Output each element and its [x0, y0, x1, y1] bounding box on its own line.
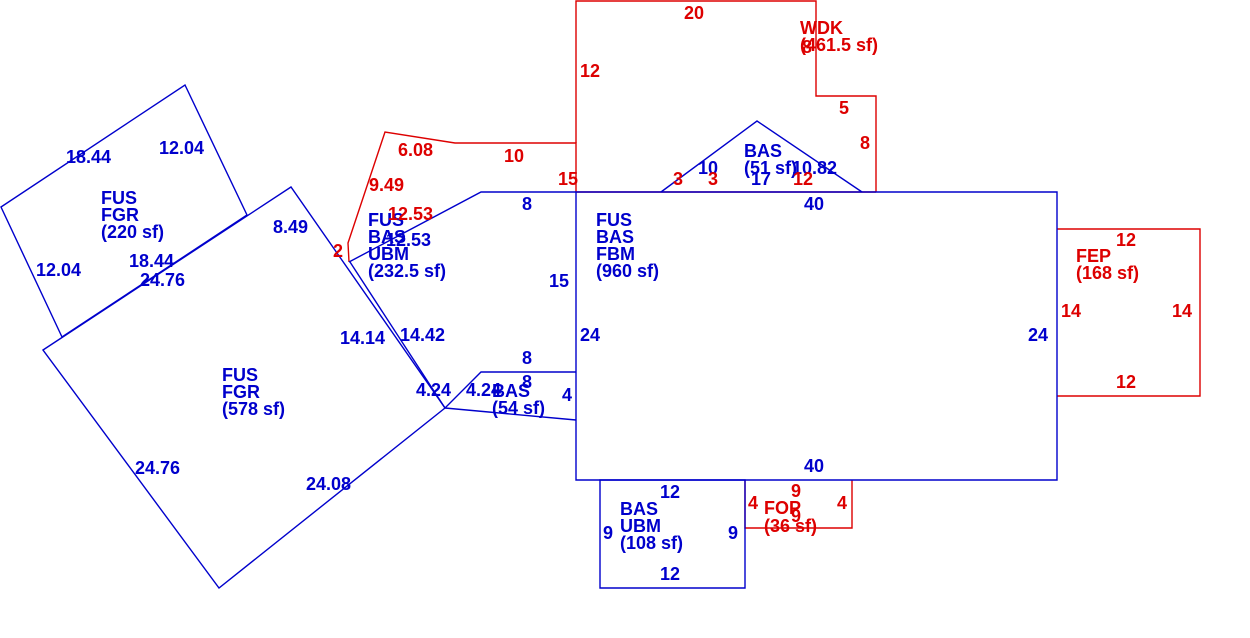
fop-label-l1: FOP: [764, 498, 801, 518]
dim-bas108-left: 9: [603, 523, 613, 543]
dim-main-top: 8: [522, 194, 532, 214]
dim-wdk-f: 9.49: [369, 175, 404, 195]
fus-fgr-578-label-l3: (578 sf): [222, 399, 285, 419]
fus-bas-ubm-label-l4: (232.5 sf): [368, 261, 446, 281]
dim-fgr578-e: 24.76: [135, 458, 180, 478]
dim-wdk-i: 15: [558, 169, 578, 189]
dim-bas54-top: 8: [522, 348, 532, 368]
wdk-overlap-digit: 8: [802, 37, 812, 57]
dim-fgr578-f: 24.08: [306, 474, 351, 494]
dim-fbm-left: 24: [580, 325, 600, 345]
wdk-outline: [347, 131, 577, 263]
bas-54-bottom-line: [444, 407, 577, 421]
dim-fgr220-right: 12.04: [159, 138, 204, 158]
fep-label-l1: FEP: [1076, 246, 1111, 266]
fus-fgr-578-label-l2: FGR: [222, 382, 260, 402]
fus-bas-ubm-label-l1: FUS: [368, 210, 404, 230]
dim-bas108-right: 9: [728, 523, 738, 543]
bas-54-outline: [444, 371, 576, 409]
dim-wdk-g: 12.53: [388, 204, 433, 224]
dim-fep-left: 14: [1061, 301, 1081, 321]
fus-bas-fbm-label-l1: FUS: [596, 210, 632, 230]
dim-wdk-b: 5: [839, 98, 849, 118]
dim-ubm-top: 12.53: [386, 230, 431, 250]
dim-wdk-h: 2: [333, 241, 343, 261]
dim-bas51-a: 10: [698, 158, 718, 178]
dim-bas54-c: 4: [562, 385, 572, 405]
bas-ubm-108-outline: [599, 479, 746, 589]
bas-51-label-l1: BAS: [744, 141, 782, 161]
dim-wdk-c: 8: [860, 133, 870, 153]
dim-fbm-bottom: 40: [804, 456, 824, 476]
dim-bas54-b: 8: [522, 372, 532, 392]
wdk-label-l2: (461.5 sf): [800, 35, 878, 55]
fus-fgr-220-label-l2: FGR: [101, 205, 139, 225]
fbm-outline: [575, 191, 1058, 481]
dim-wdk-j: 3: [673, 169, 683, 189]
dim-fop-left: 4: [748, 493, 758, 513]
dim-fop-b: 9: [791, 506, 801, 526]
fus-bas-ubm-outline: [348, 191, 576, 263]
dim-fgr578-d: 4.24: [416, 380, 451, 400]
wdk-upper-outline: [575, 0, 877, 192]
fus-bas-fbm-label-l2: BAS: [596, 227, 634, 247]
fgr-220-outline: [0, 83, 248, 339]
ubm-diagonal-line: [349, 261, 446, 409]
dim-fop-right: 4: [837, 493, 847, 513]
dim-bas108-top: 12: [660, 482, 680, 502]
dim-bas51-c: 17: [751, 169, 771, 189]
dim-fgr578-a: 8.49: [273, 217, 308, 237]
dim-wdk-l: 12: [793, 169, 813, 189]
fus-fgr-220-label-l3: (220 sf): [101, 222, 164, 242]
fop-label-l2: (36 sf): [764, 516, 817, 536]
dim-wdk-top: 20: [684, 3, 704, 23]
fus-bas-ubm-label-l3: UBM: [368, 244, 409, 264]
bas-ubm-108-label-l1: BAS: [620, 499, 658, 519]
dim-fgr578-c: 14.14: [340, 328, 385, 348]
dim-wdk-k: 3: [708, 169, 718, 189]
wdk-label-l1: WDK: [800, 18, 843, 38]
dim-wdk-e: 6.08: [398, 140, 433, 160]
bas-54-label-l2: (54 sf): [492, 398, 545, 418]
bas-54-label-l1: BAS: [492, 381, 530, 401]
dim-fbm-right: 24: [1028, 325, 1048, 345]
bas-51-label-l2: (51 sf): [744, 158, 797, 178]
dim-fep-top: 12: [1116, 230, 1136, 250]
dim-fgr220-top: 18.44: [66, 147, 111, 167]
dim-ubm-diag: 14.42: [400, 325, 445, 345]
dim-bas51-b: 10.82: [792, 158, 837, 178]
dim-fgr220-bottom: 18.44: [129, 251, 174, 271]
dim-wdk-left: 12: [580, 61, 600, 81]
dim-fop-a: 9: [791, 481, 801, 501]
bas-ubm-108-label-l2: UBM: [620, 516, 661, 536]
dim-bas54-a: 4.24: [466, 380, 501, 400]
fus-bas-ubm-label-l2: BAS: [368, 227, 406, 247]
fep-outline: [1057, 228, 1201, 397]
dim-wdk-d: 10: [504, 146, 524, 166]
dim-fep-bottom: 12: [1116, 372, 1136, 392]
dim-fep-right: 14: [1172, 301, 1192, 321]
dim-fgr578-b: 24.76: [140, 270, 185, 290]
fus-bas-fbm-label-l3: FBM: [596, 244, 635, 264]
bas-51-outline: [660, 120, 863, 193]
dim-main-left: 15: [549, 271, 569, 291]
bas-ubm-108-label-l3: (108 sf): [620, 533, 683, 553]
fus-fgr-220-label-l1: FUS: [101, 188, 137, 208]
fus-bas-fbm-label-l4: (960 sf): [596, 261, 659, 281]
dim-bas108-bottom: 12: [660, 564, 680, 584]
fus-fgr-578-label-l1: FUS: [222, 365, 258, 385]
dim-fbm-top: 40: [804, 194, 824, 214]
fep-label-l2: (168 sf): [1076, 263, 1139, 283]
dim-fgr220-left: 12.04: [36, 260, 81, 280]
